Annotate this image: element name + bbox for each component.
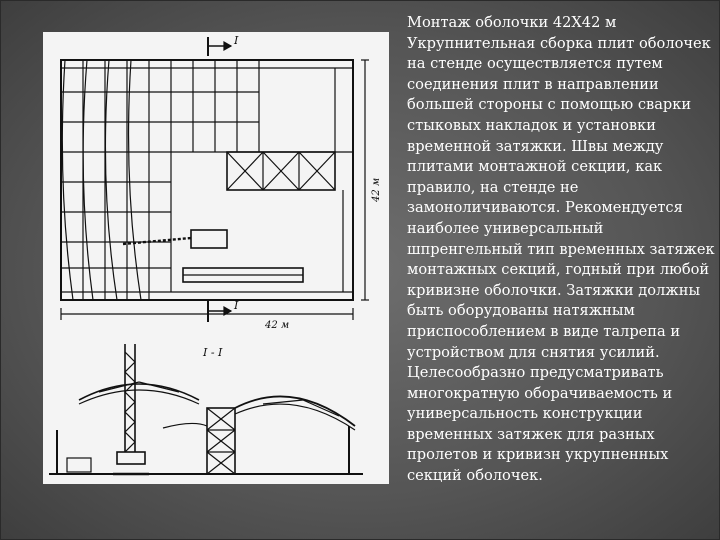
section-view [49,344,363,476]
dimension-width-label: 42 м [264,320,289,331]
section-title: I - I [202,346,223,359]
plan-view [60,37,369,322]
section-marker-top: I [233,34,239,47]
dimension-height-label: 42 м [371,178,382,203]
section-marker-bottom: I [233,299,239,312]
construction-drawing: I I 42 м 42 м I - I [43,32,389,484]
slide-body-text: Монтаж оболочки 42Х42 м Укрупнительная с… [407,14,715,485]
